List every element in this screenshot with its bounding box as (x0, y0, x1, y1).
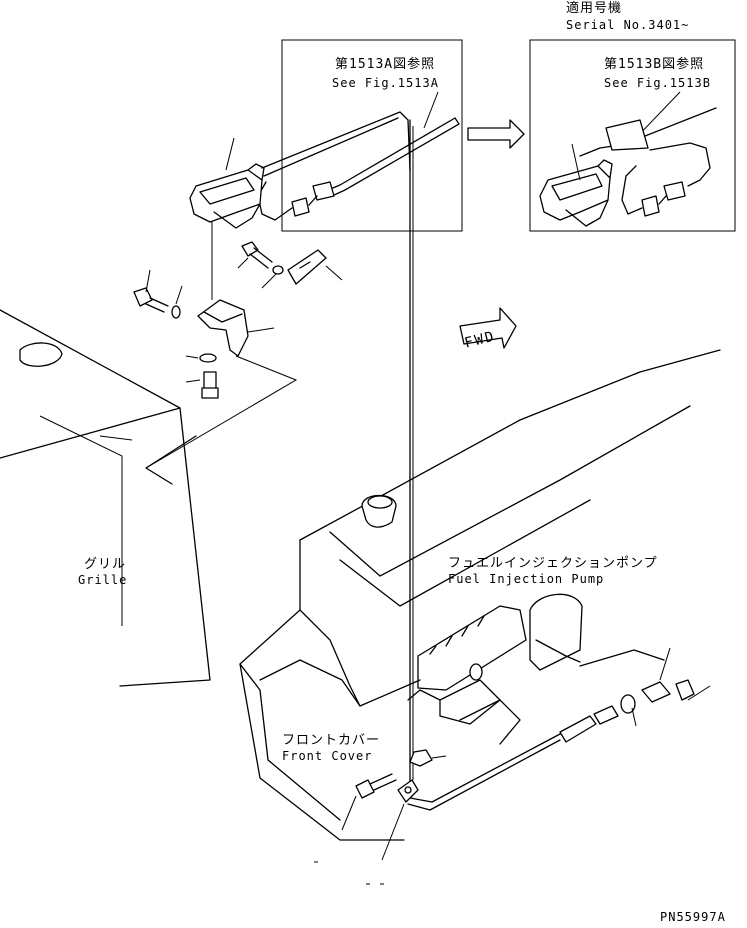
pump-label-jp: フュエルインジェクションポンプ (448, 556, 658, 571)
serial-label-en: Serial No.3401~ (566, 18, 689, 32)
front-cover-label-jp: フロントカバー (282, 733, 380, 748)
engine-block (239, 349, 721, 841)
forward-direction-arrow: FWD (459, 307, 517, 352)
forward-label: FWD (463, 328, 497, 351)
reference-en-1513b: See Fig.1513B (604, 76, 711, 90)
update-arrow (467, 119, 525, 149)
drawing-number: PN55997A (660, 910, 726, 924)
cable-linkage (314, 647, 711, 885)
pump-label-en: Fuel Injection Pump (448, 572, 604, 586)
reference-jp-1513b: 第1513B図参照 (604, 56, 704, 72)
reference-jp-1513a: 第1513A図参照 (335, 56, 435, 72)
reference-en-1513a: See Fig.1513A (332, 76, 439, 90)
serial-label-jp: 適用号機 (566, 0, 622, 16)
grille-outline: グリル Grille (0, 309, 211, 687)
reference-box-fig-1513b: 第1513B図参照 See Fig.1513B (529, 39, 736, 232)
front-cover-label-en: Front Cover (282, 749, 372, 763)
sensor-assembly (189, 111, 411, 229)
reference-box-fig-1513a: 第1513A図参照 See Fig.1513A (257, 39, 463, 232)
grille-label-en: Grille (78, 573, 127, 587)
bracket-hardware (133, 222, 343, 469)
grille-label-jp: グリル (84, 557, 126, 572)
